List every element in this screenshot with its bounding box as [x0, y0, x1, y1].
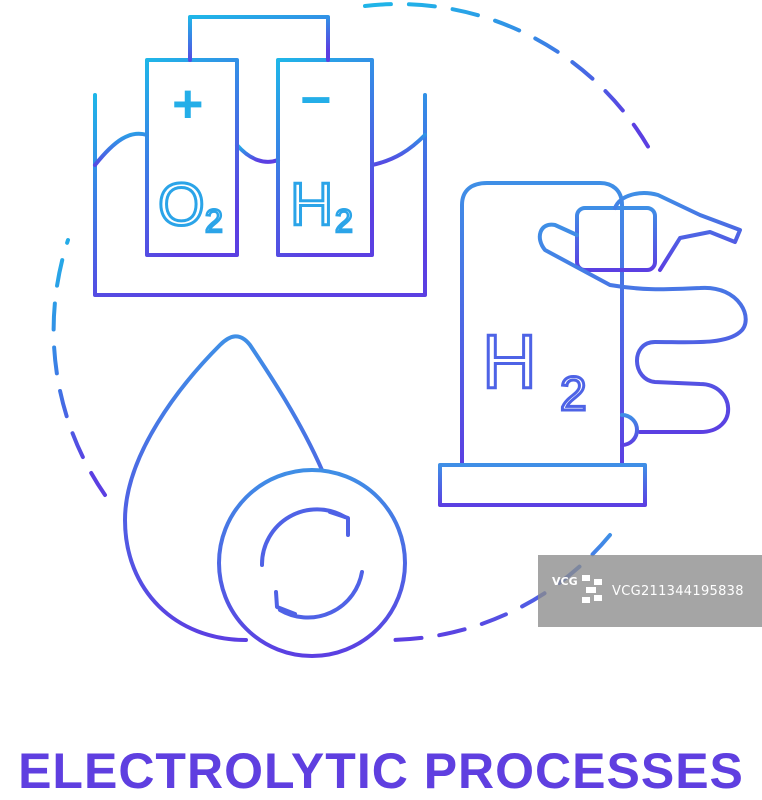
station-hydrogen-subscript: 2	[560, 368, 587, 421]
water-drop-icon	[123, 334, 407, 658]
electrolysis-cell-icon	[93, 15, 427, 297]
negative-sign: −	[300, 70, 332, 130]
caption-title: ELECTROLYTIC PROCESSES	[18, 743, 744, 799]
station-hydrogen-label: H	[482, 320, 537, 405]
watermark-band	[538, 555, 762, 627]
dashed-circle-outline	[51, 2, 652, 642]
hydrogen-cell-label: H	[290, 171, 333, 238]
oxygen-subscript: 2	[205, 203, 223, 239]
watermark-id: VCG211344195838	[612, 584, 744, 599]
watermark-logo-icon	[582, 575, 602, 603]
positive-sign: +	[172, 74, 204, 134]
hydrogen-cell-subscript: 2	[335, 203, 353, 239]
oxygen-label: O	[158, 171, 205, 238]
recycle-arrows-icon	[259, 507, 364, 620]
watermark-logo-text: VCG	[552, 575, 578, 588]
hydrogen-fuel-station-icon	[420, 181, 748, 507]
